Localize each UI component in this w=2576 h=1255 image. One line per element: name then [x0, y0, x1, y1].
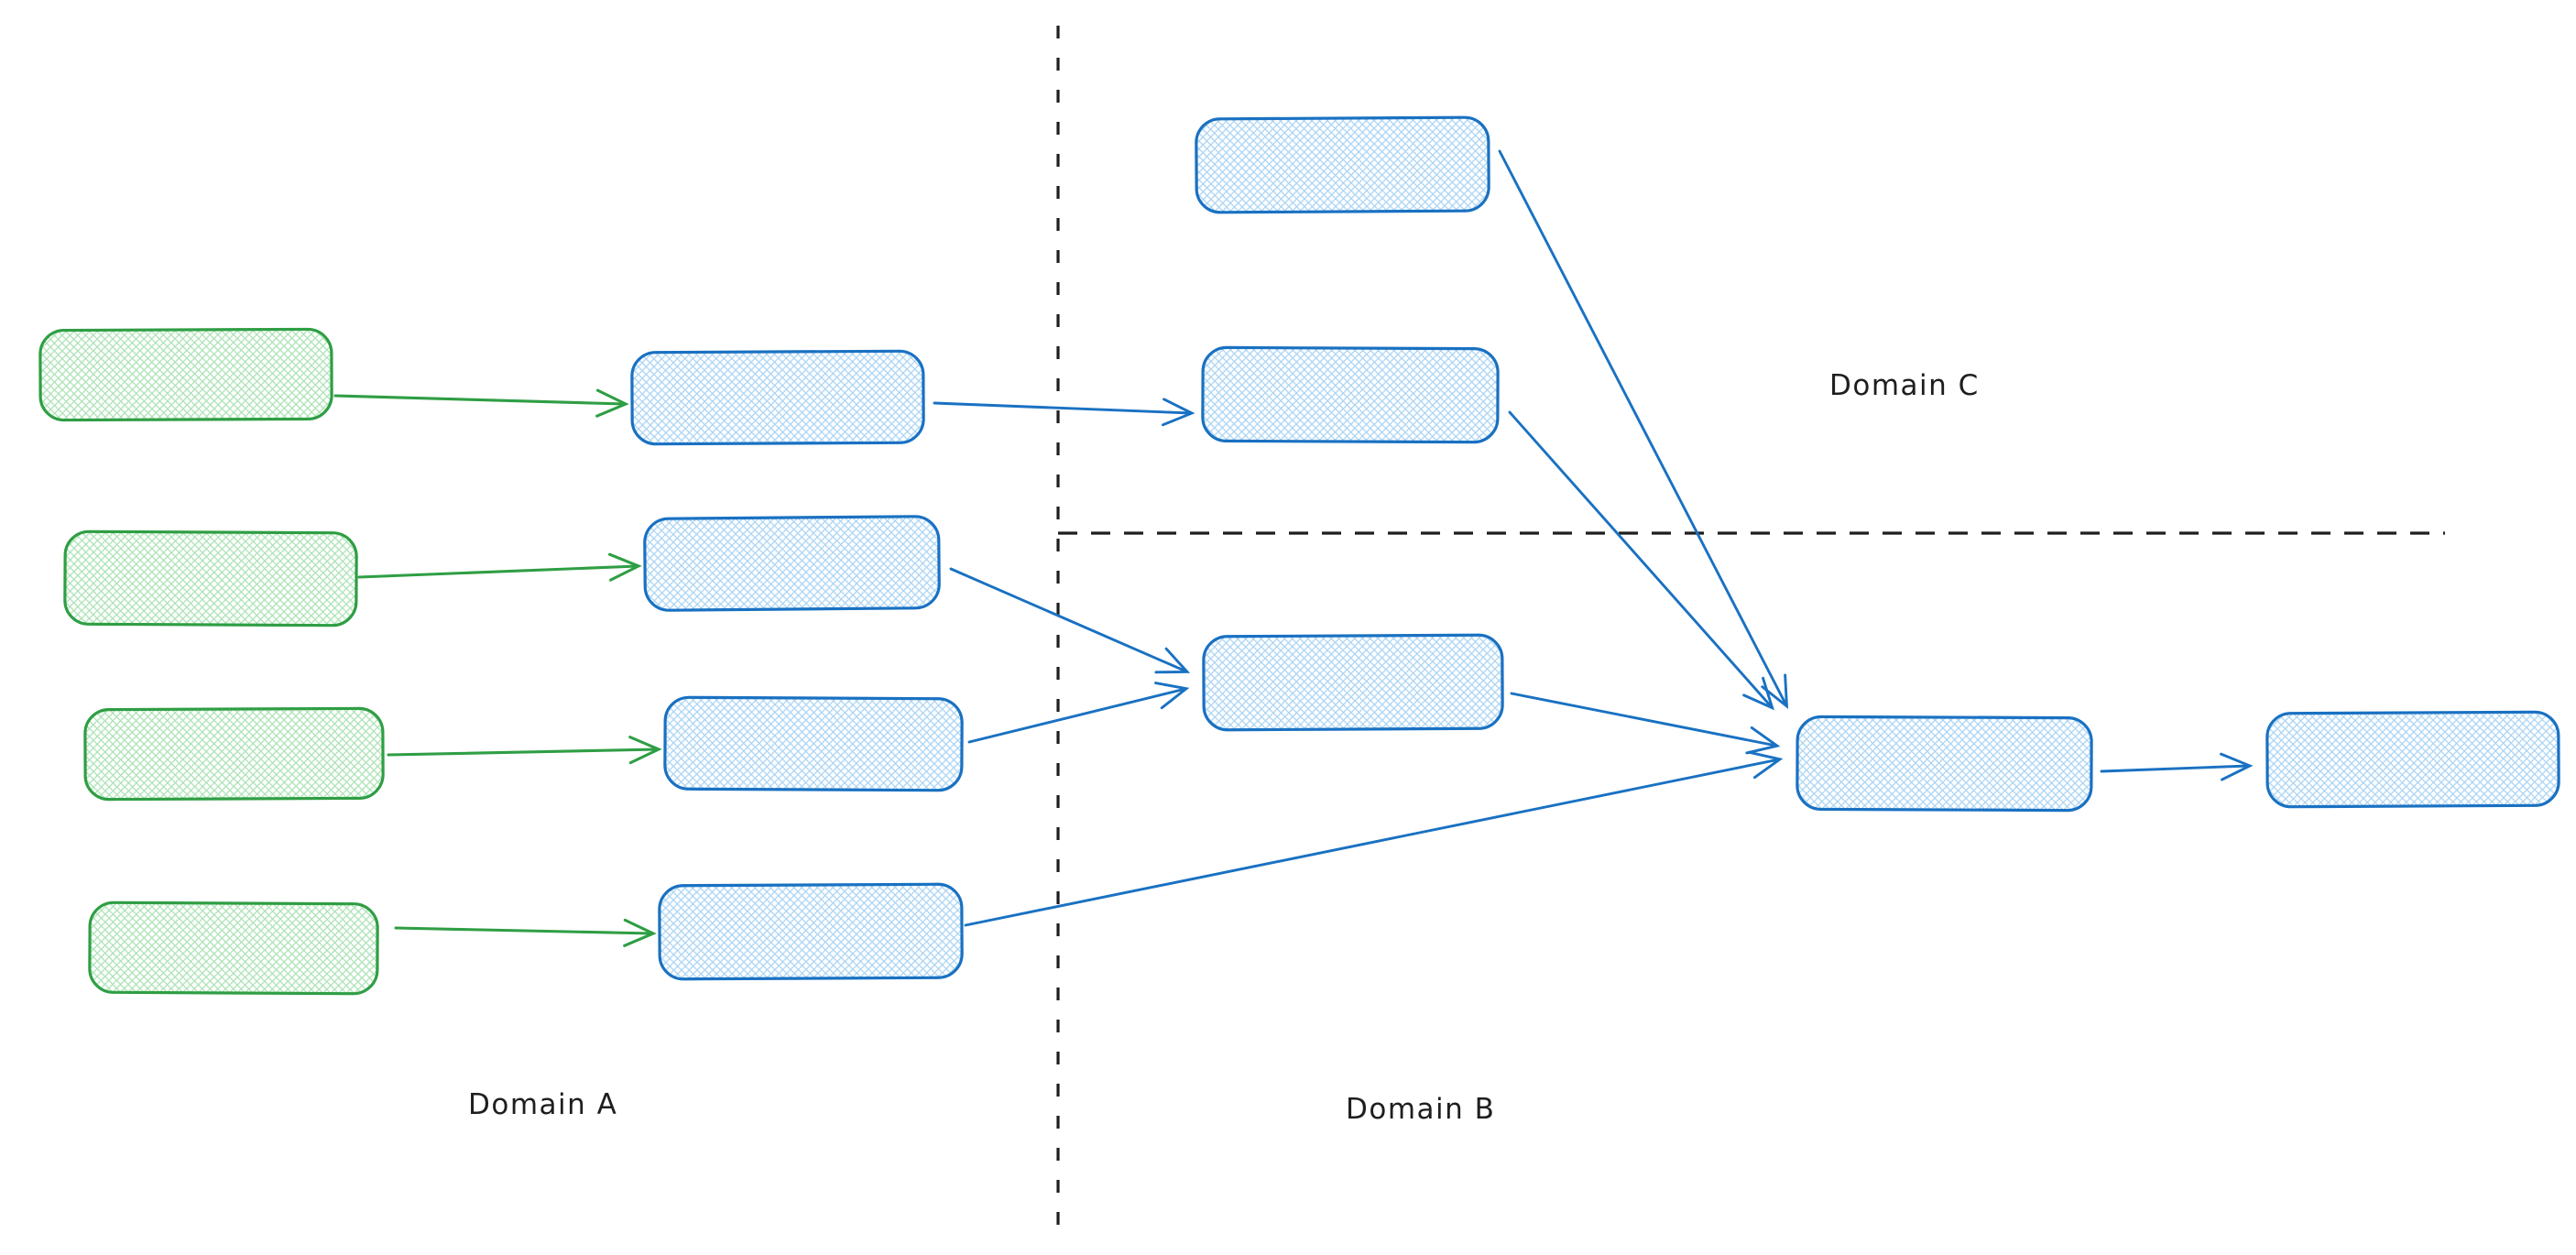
node-c-upper	[1195, 115, 1490, 214]
node-a-source-2	[63, 529, 358, 628]
edge-c-upper-to-b-merge	[1498, 149, 1789, 710]
edge-a-stage-4-to-b-merge	[964, 750, 1784, 927]
edge-c-lower-to-b-merge	[1508, 410, 1775, 711]
node-a-stage-4	[658, 882, 964, 981]
node-b-output	[2265, 710, 2560, 809]
domain-c-label: Domain C	[1829, 369, 1980, 402]
edge-a-source-3-to-a-stage-3	[387, 736, 662, 765]
node-b-merge	[1796, 715, 2093, 813]
edge-a-source-2-to-a-stage-2	[357, 552, 642, 582]
node-a-stage-2	[643, 515, 941, 612]
edge-a-source-4-to-a-stage-4	[394, 918, 657, 947]
node-b-left	[1202, 633, 1504, 732]
edge-a-source-1-to-a-stage-1	[333, 388, 629, 418]
node-c-lower	[1201, 345, 1500, 444]
edge-b-left-to-b-merge	[1510, 692, 1781, 755]
node-a-source-3	[83, 706, 385, 802]
node-a-source-1	[38, 327, 333, 422]
edge-a-stage-1-to-c-lower	[933, 398, 1195, 427]
edge-a-stage-2-to-b-left	[949, 567, 1191, 674]
domain-a-label: Domain A	[468, 1088, 617, 1121]
domain-b-label: Domain B	[1346, 1093, 1495, 1126]
edge-a-stage-3-to-b-left	[967, 682, 1190, 744]
node-a-stage-1	[630, 349, 925, 446]
edge-b-merge-to-b-output	[2100, 752, 2254, 781]
node-a-source-4	[88, 900, 379, 996]
node-a-stage-3	[663, 695, 964, 792]
